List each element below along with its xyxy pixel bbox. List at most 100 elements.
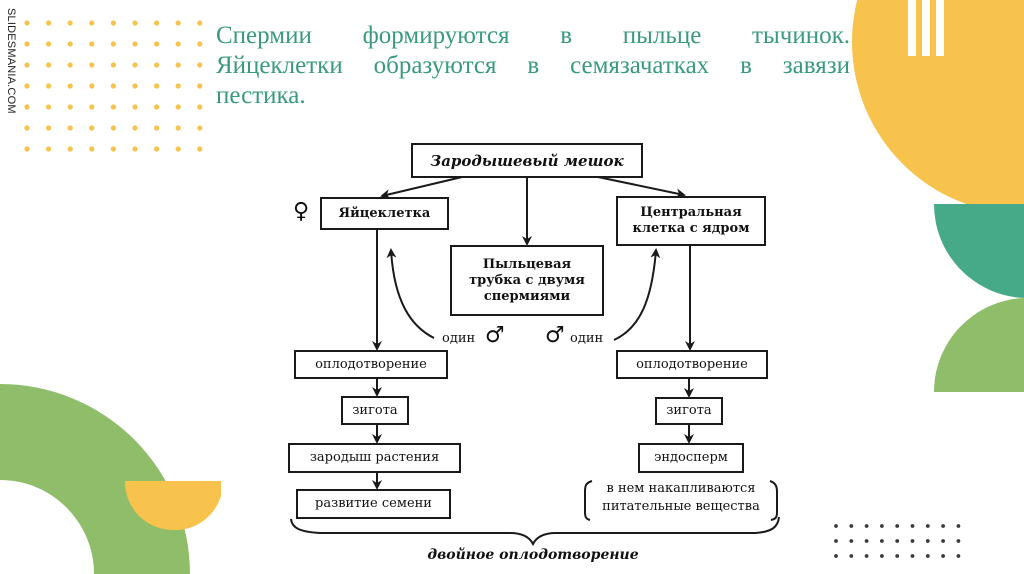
- note-bracket-right: [769, 480, 778, 521]
- yellow-dot: [132, 146, 138, 152]
- dark-dot: [910, 554, 915, 558]
- right-zygote-box: зигота: [655, 397, 723, 425]
- yellow-dot: [197, 146, 203, 152]
- dark-dot: [880, 554, 884, 558]
- dark-dot: [925, 554, 930, 558]
- note-line: питательные вещества: [602, 499, 760, 514]
- yellow-dot: [110, 125, 116, 131]
- white-stripe-decoration: [936, 0, 944, 56]
- yellow-dot: [132, 104, 138, 110]
- dark-dot: [880, 539, 884, 543]
- pollen-tube-line: Пыльцевая: [482, 256, 572, 272]
- dark-dot: [849, 539, 854, 543]
- yellow-dot: [154, 41, 160, 47]
- yellow-dot: [89, 125, 95, 131]
- yellow-dot: [46, 62, 52, 68]
- yellow-dot: [175, 62, 181, 68]
- embryo-sac-box: Зародышевый мешок: [411, 143, 643, 178]
- dark-dot: [941, 554, 945, 558]
- yellow-dot: [154, 20, 160, 26]
- yellow-dot: [132, 83, 138, 89]
- yellow-dot: [175, 104, 181, 110]
- yellow-dot: [89, 62, 95, 68]
- yellow-dot: [132, 62, 138, 68]
- heading-line: пестика.: [216, 82, 306, 109]
- male-symbol-icon: ♂: [485, 323, 505, 348]
- seed-development-box: развитие семени: [296, 489, 451, 519]
- yellow-dot: [110, 146, 116, 152]
- double-fertilization-label: двойное оплодотворение: [427, 547, 639, 563]
- yellow-dot: [154, 104, 160, 110]
- yellow-dot: [89, 104, 95, 110]
- dark-dot: [956, 539, 961, 543]
- arrow-root-to-central: [597, 176, 686, 199]
- dark-dot: [925, 524, 930, 528]
- dark-dot: [956, 554, 961, 558]
- right-fertilization-box: оплодотворение: [616, 350, 768, 379]
- dark-dot: [864, 539, 869, 543]
- yellow-dot: [154, 146, 160, 152]
- yellow-dot: [46, 83, 52, 89]
- yellow-dot-grid: [24, 20, 203, 152]
- male-symbol-icon: ♂: [545, 323, 565, 348]
- dark-dot: [925, 539, 930, 543]
- green-quarter-decoration: [933, 298, 1024, 392]
- yellow-dot: [132, 41, 138, 47]
- yellow-dot: [89, 146, 95, 152]
- yellow-dot: [67, 125, 73, 131]
- dark-dot: [941, 524, 945, 528]
- double-fertilization-brace: [290, 516, 780, 547]
- pollen-tube-line: трубка с двумя: [469, 272, 585, 288]
- pollen-tube-line: спермиями: [483, 288, 571, 304]
- pollen-tube-box: Пыльцевая трубка с двумя спермиями: [450, 245, 604, 316]
- yellow-dot: [110, 41, 116, 47]
- dark-dot: [834, 554, 838, 558]
- dark-dot: [895, 539, 900, 543]
- central-cell-line: клетка с ядром: [632, 221, 750, 236]
- dark-dot: [910, 524, 915, 528]
- curved-arrow-sperm-to-central: [613, 248, 661, 341]
- yellow-dot: [197, 20, 203, 26]
- endosperm-box: эндосперм: [638, 443, 744, 473]
- yellow-dot: [24, 125, 30, 131]
- yellow-dot: [67, 104, 73, 110]
- yellow-dot: [132, 125, 138, 131]
- note-bracket-left: [584, 480, 593, 521]
- female-symbol-icon: ♀: [293, 199, 310, 224]
- dark-dot: [834, 539, 838, 543]
- dark-dot: [910, 539, 915, 543]
- yellow-dot: [132, 20, 138, 26]
- yellow-dot: [46, 104, 52, 110]
- dark-dot: [895, 524, 900, 528]
- yellow-dot: [110, 62, 116, 68]
- yellow-dot: [24, 83, 30, 89]
- central-cell-line: Центральная: [640, 205, 742, 220]
- yellow-dot: [197, 104, 203, 110]
- dark-dot: [849, 554, 854, 558]
- yellow-dot: [175, 41, 181, 47]
- yellow-dot: [67, 62, 73, 68]
- endosperm-note: в нем накапливаются питательные вещества: [586, 480, 776, 516]
- yellow-dot: [175, 125, 181, 131]
- yellow-dot: [154, 83, 160, 89]
- curved-arrow-sperm-to-egg: [386, 248, 435, 339]
- yellow-dot: [46, 125, 52, 131]
- yellow-half-disk-decoration: [124, 481, 221, 531]
- yellow-dot: [197, 125, 203, 131]
- teal-quarter-decoration: [933, 204, 1024, 298]
- yellow-dot: [175, 83, 181, 89]
- yellow-dot: [67, 41, 73, 47]
- note-line: в нем накапливаются: [606, 481, 756, 496]
- plant-embryo-box: зародыш растения: [288, 443, 461, 473]
- yellow-dot: [110, 83, 116, 89]
- yellow-dot: [154, 125, 160, 131]
- yellow-dot: [89, 41, 95, 47]
- one-sperm-label-left: один: [442, 331, 476, 346]
- yellow-dot: [46, 41, 52, 47]
- egg-cell-box: Яйцеклетка: [320, 197, 449, 230]
- heading-line: Яйцеклетки образуются в семязачатках в з…: [216, 52, 850, 79]
- yellow-dot: [175, 20, 181, 26]
- arrow-root-to-egg: [380, 176, 463, 200]
- central-cell-box: Центральная клетка с ядром: [616, 196, 766, 246]
